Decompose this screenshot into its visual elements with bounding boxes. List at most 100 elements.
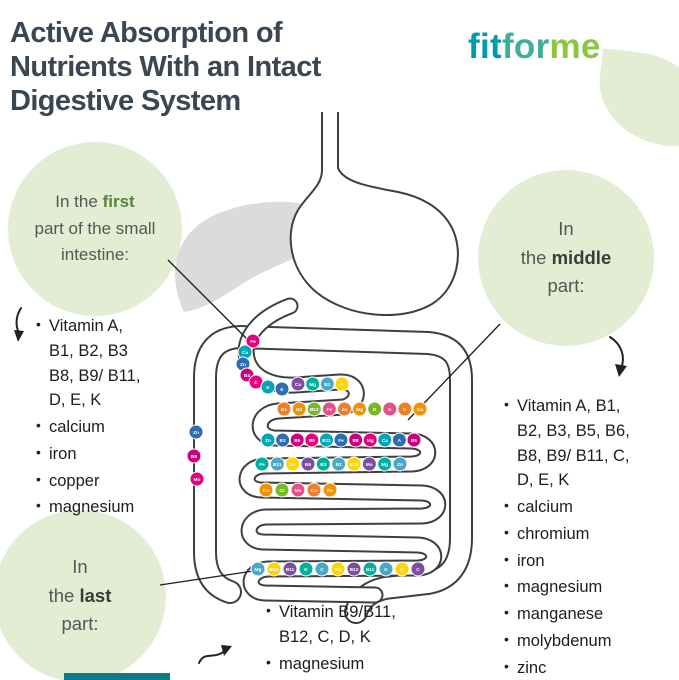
svg-text:Fe: Fe bbox=[327, 407, 333, 413]
list-item-text: magnesium bbox=[279, 654, 365, 673]
svg-text:B11: B11 bbox=[286, 567, 295, 573]
callout-middle-part: In the middle part: bbox=[478, 170, 654, 346]
list-item-text: Vitamin B9/B11, B12, C, D, K bbox=[279, 603, 396, 646]
svg-text:B12: B12 bbox=[350, 567, 359, 573]
svg-text:Mg: Mg bbox=[309, 382, 316, 388]
callout-middle-lead: the bbox=[520, 246, 547, 268]
small-intestine-fill bbox=[239, 299, 445, 602]
list-item: •magnesium bbox=[504, 575, 669, 600]
list-item-text: copper bbox=[49, 471, 100, 490]
nutrient-list-middle-part: •Vitamin A, B1, B2, B3, B5, B6, B8, B9/ … bbox=[504, 394, 669, 680]
svg-text:Zn: Zn bbox=[265, 438, 271, 444]
callout-middle-text: In the middle part: bbox=[505, 215, 627, 301]
nutrient-list-first-part: •Vitamin A, B1, B2, B3 B8, B9/ B11, D, E… bbox=[36, 314, 176, 522]
list-item: •chromium bbox=[504, 522, 669, 547]
svg-text:K: K bbox=[384, 567, 388, 573]
callout-middle-line1: In bbox=[558, 217, 574, 239]
callout-first-line2: part of the small bbox=[34, 218, 156, 238]
svg-text:E: E bbox=[388, 407, 392, 413]
callout-first-emphasis: first bbox=[102, 192, 135, 212]
callout-last-emphasis: last bbox=[79, 584, 112, 606]
svg-text:Fe: Fe bbox=[327, 488, 333, 494]
svg-text:Fe: Fe bbox=[250, 339, 256, 345]
svg-text:A: A bbox=[398, 438, 402, 444]
svg-text:B6: B6 bbox=[191, 454, 197, 460]
svg-text:B9: B9 bbox=[290, 462, 296, 468]
svg-text:B12: B12 bbox=[350, 462, 359, 468]
stomach-outline bbox=[289, 112, 459, 317]
svg-text:Zn: Zn bbox=[240, 362, 246, 368]
svg-text:B2: B2 bbox=[296, 407, 302, 413]
bullet-icon: • bbox=[36, 417, 41, 433]
bullet-icon: • bbox=[504, 497, 509, 513]
svg-text:B1: B1 bbox=[336, 462, 342, 468]
svg-text:B1: B1 bbox=[281, 407, 287, 413]
connector-line-first bbox=[167, 259, 253, 345]
svg-text:Mo: Mo bbox=[366, 462, 373, 468]
svg-text:D: D bbox=[400, 567, 404, 573]
list-item: • magnesium bbox=[36, 495, 176, 520]
page-title: Active Absorption of Nutrients With an I… bbox=[10, 17, 321, 118]
list-item: • iron bbox=[36, 442, 176, 467]
curved-arrow-middle-icon bbox=[609, 336, 627, 377]
svg-text:Mn: Mn bbox=[295, 488, 302, 494]
accent-bar bbox=[64, 673, 170, 680]
list-item-text: calcium bbox=[517, 498, 573, 516]
svg-text:Mg: Mg bbox=[367, 438, 374, 444]
bullet-icon: • bbox=[266, 653, 271, 670]
svg-text:Zn: Zn bbox=[397, 462, 403, 468]
list-item: •Vitamin A, B1, B2, B3, B5, B6, B8, B9/ … bbox=[504, 394, 669, 493]
bullet-icon: • bbox=[504, 630, 509, 647]
svg-text:B12: B12 bbox=[270, 567, 279, 573]
list-item: •zinc bbox=[504, 656, 669, 680]
list-item-text: manganese bbox=[517, 605, 604, 623]
svg-text:K: K bbox=[304, 567, 308, 573]
svg-text:C: C bbox=[416, 567, 420, 573]
curved-arrow-last-icon bbox=[198, 645, 232, 664]
svg-text:Fe: Fe bbox=[338, 438, 344, 444]
svg-text:B11: B11 bbox=[273, 462, 282, 468]
bullet-icon: • bbox=[504, 523, 509, 540]
colon-outline bbox=[193, 325, 473, 624]
list-item-text: molybdenum bbox=[517, 631, 612, 650]
brand-part-3: me bbox=[549, 27, 601, 66]
svg-text:Ca: Ca bbox=[382, 438, 388, 444]
colon-fill bbox=[195, 327, 471, 622]
svg-text:Cu: Cu bbox=[263, 488, 269, 494]
list-item: •manganese bbox=[504, 602, 669, 627]
svg-text:Ca: Ca bbox=[417, 407, 423, 413]
list-item: • molybdenum bbox=[504, 629, 669, 654]
callout-last-line3: part: bbox=[61, 613, 99, 635]
svg-text:Ca: Ca bbox=[311, 488, 317, 494]
bullet-icon: • bbox=[36, 470, 41, 487]
svg-text:Fe: Fe bbox=[259, 462, 265, 468]
list-item-text: calcium bbox=[49, 418, 105, 436]
svg-text:B3: B3 bbox=[320, 462, 326, 468]
list-item: • copper bbox=[36, 469, 176, 494]
svg-text:Mg: Mg bbox=[381, 462, 388, 468]
bullet-icon: • bbox=[266, 602, 271, 618]
callout-last-text: In the last part: bbox=[33, 553, 128, 639]
svg-text:K: K bbox=[266, 385, 270, 391]
svg-text:D: D bbox=[373, 407, 377, 413]
list-item-text: zinc bbox=[517, 658, 547, 677]
svg-text:Mg: Mg bbox=[335, 567, 342, 573]
curved-arrow-first-icon bbox=[14, 307, 24, 342]
svg-text:Mo: Mo bbox=[194, 477, 201, 483]
nutrient-list-last-part: • Vitamin B9/B11, B12, C, D, K • magnesium bbox=[266, 600, 451, 678]
svg-text:B3: B3 bbox=[244, 373, 250, 379]
bullet-icon: • bbox=[504, 550, 509, 567]
svg-text:B5: B5 bbox=[411, 438, 417, 444]
list-item-text: magnesium bbox=[49, 498, 135, 517]
svg-text:B6: B6 bbox=[305, 462, 311, 468]
list-item-text: iron bbox=[49, 444, 77, 463]
list-item: • magnesium bbox=[266, 652, 451, 677]
callout-first-lead: In the bbox=[55, 192, 98, 212]
callout-first-line3: intestine: bbox=[60, 245, 130, 265]
bullet-icon: • bbox=[36, 497, 41, 514]
brand-part-2: for bbox=[501, 27, 550, 66]
svg-text:E: E bbox=[280, 387, 284, 393]
svg-text:B11: B11 bbox=[322, 438, 331, 444]
svg-text:Zn: Zn bbox=[193, 430, 199, 436]
bullet-icon: • bbox=[36, 443, 41, 460]
